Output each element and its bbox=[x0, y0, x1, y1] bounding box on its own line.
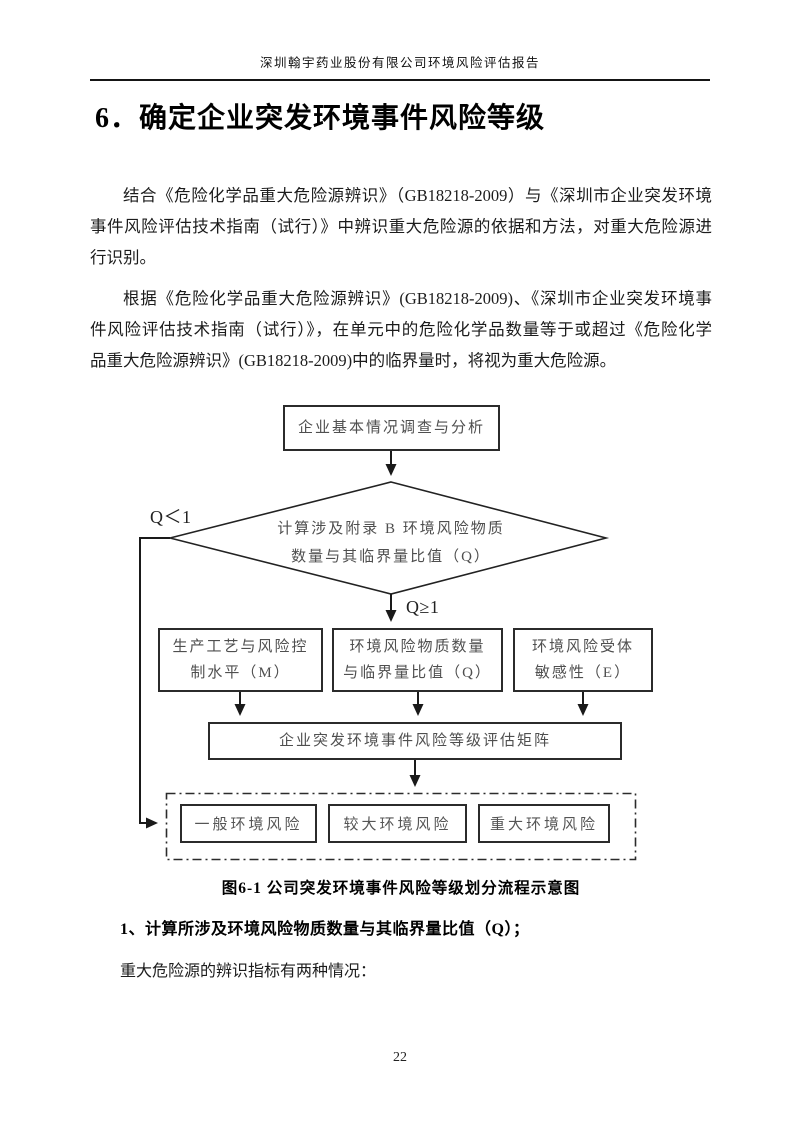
paragraph-1: 结合《危险化学品重大危险源辨识》（GB18218-2009）与《深圳市企业突发环… bbox=[90, 180, 712, 273]
flowchart-figure: 企业基本情况调查与分析 计算涉及附录 B 环境风险物质 数量与其临界量比值（Q）… bbox=[0, 400, 800, 870]
flow-decision-line1: 计算涉及附录 B 环境风险物质 bbox=[277, 521, 505, 537]
result-box-general-risk: 一般环境风险 bbox=[180, 804, 317, 843]
flow-box-matrix: 企业突发环境事件风险等级评估矩阵 bbox=[208, 722, 622, 760]
flow-box-m-line2: 制水平（M） bbox=[190, 665, 291, 681]
flow-box-e-line1: 环境风险受体 bbox=[531, 639, 634, 655]
flow-box-m-line1: 生产工艺与风险控 bbox=[172, 639, 309, 655]
flow-decision-line2: 数量与其临界量比值（Q） bbox=[291, 549, 491, 565]
flowchart-graphics bbox=[139, 451, 637, 861]
flow-box-q-line2: 与临界量比值（Q） bbox=[343, 665, 492, 681]
result-box-larger-risk: 较大环境风险 bbox=[328, 804, 467, 843]
body-text-line: 重大危险源的辨识指标有两种情况： bbox=[120, 963, 377, 980]
flow-box-basic-survey: 企业基本情况调查与分析 bbox=[283, 405, 500, 451]
paragraph-line: 结合《危险化学品重大危险源辨识》（GB18218-2009）与《深圳市企业突发环… bbox=[123, 186, 712, 205]
arrow-q-lt-1-route bbox=[139, 537, 170, 829]
results-group-border bbox=[165, 792, 637, 861]
paragraph-2: 根据《危险化学品重大危险源辨识》(GB18218-2009)、《深圳市企业突发环… bbox=[90, 283, 712, 376]
flow-box-label: 企业基本情况调查与分析 bbox=[297, 420, 485, 436]
branch-label-q-lt-1: Q＜1 bbox=[150, 507, 192, 527]
result-box-major-risk: 重大环境风险 bbox=[478, 804, 610, 843]
paragraph-line: 件风险评估技术指南（试行）》，在单元中的危险化学品数量等于或超过《危险化学 bbox=[90, 320, 712, 339]
page-number: 22 bbox=[393, 1050, 407, 1065]
page-header: 深圳翰宇药业股份有限公司环境风险评估报告 bbox=[90, 52, 710, 81]
header-title: 深圳翰宇药业股份有限公司环境风险评估报告 bbox=[259, 56, 540, 70]
paragraph-line: 事件风险评估技术指南（试行）》中辨识重大危险源的依据和方法，对重大危险源进 bbox=[90, 217, 712, 236]
paragraph-line: 行识别。 bbox=[90, 248, 156, 267]
flow-decision-text: 计算涉及附录 B 环境风险物质 数量与其临界量比值（Q） bbox=[246, 515, 536, 571]
flow-box-q-line1: 环境风险物质数量 bbox=[349, 639, 486, 655]
paragraph-line: 根据《危险化学品重大危险源辨识》(GB18218-2009)、《深圳市企业突发环… bbox=[123, 289, 712, 308]
flow-box-q: 环境风险物质数量 与临界量比值（Q） bbox=[332, 628, 503, 692]
flow-box-e-line2: 敏感性（E） bbox=[534, 665, 632, 681]
branch-label-q-ge-1: Q≥1 bbox=[406, 597, 440, 617]
flow-box-matrix-label: 企业突发环境事件风险等级评估矩阵 bbox=[278, 733, 551, 749]
flow-box-m: 生产工艺与风险控 制水平（M） bbox=[158, 628, 323, 692]
paragraph-line: 品重大危险源辨识》(GB18218-2009)中的临界量时，将视为重大危险源。 bbox=[90, 351, 617, 370]
figure-caption: 图6-1 公司突发环境事件风险等级划分流程示意图 bbox=[221, 880, 581, 897]
numbered-item-1: 1、计算所涉及环境风险物质数量与其临界量比值（Q）； bbox=[120, 921, 530, 938]
chapter-title: 6．确定企业突发环境事件风险等级 bbox=[95, 103, 546, 134]
flow-box-e: 环境风险受体 敏感性（E） bbox=[513, 628, 653, 692]
